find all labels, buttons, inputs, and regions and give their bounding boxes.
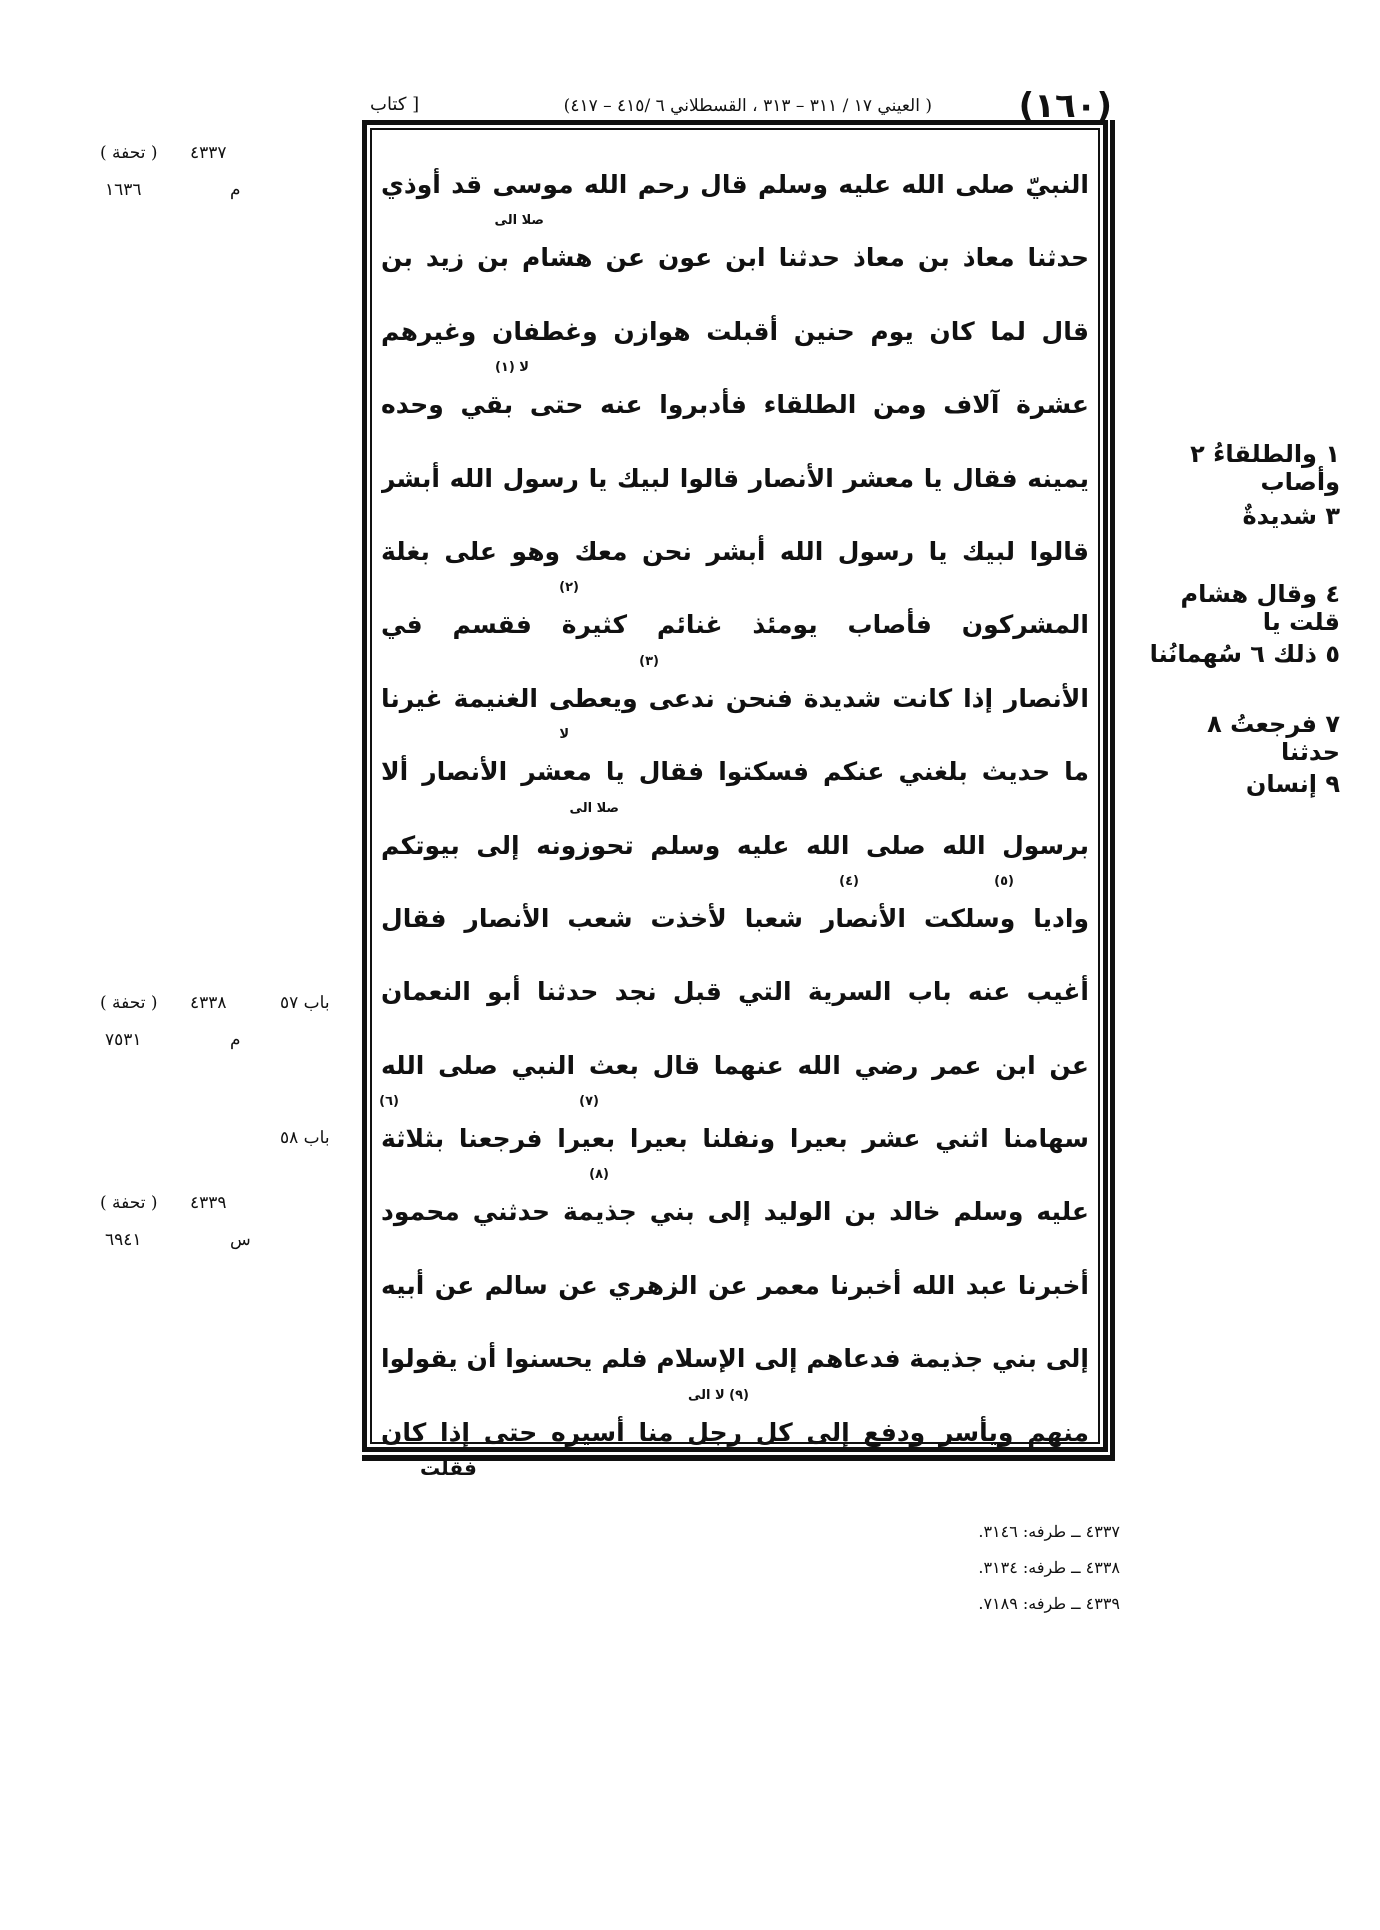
hadith-number: ٤٣٣٧ (190, 143, 227, 163)
annotation: (٢) (559, 580, 579, 596)
text-line: يمينه فقال يا معشر الأنصار قالوا لبيك يا… (381, 463, 1089, 493)
margin-variant: ٤ وقال هشام قلت يا (1180, 580, 1341, 636)
symbol: س (230, 1230, 251, 1250)
page-header: (١٦٠) ( العيني ١٧ / ٣١١ – ٣١٣ ، القسطلان… (360, 86, 1112, 126)
margin-variant: ١ والطلقاءُ ٢ وأصاب (1190, 440, 1340, 496)
text-line: إلى بني جذيمة فدعاهم إلى الإسلام فلم يحس… (381, 1344, 1089, 1374)
text-line: (٤)(٥)واديا وسلكت الأنصار شعبا لأخذت شعب… (381, 873, 1089, 933)
catchword: فقلت (420, 1456, 477, 1480)
symbol: م (230, 180, 241, 200)
margin-variant: ٩ إنسان (1245, 770, 1340, 798)
text-line: أغيب عنه باب السرية التي قبل نجد حدثنا أ… (381, 977, 1089, 1007)
commentary-references: ( العيني ١٧ / ٣١١ – ٣١٣ ، القسطلاني ٦ /٤… (563, 96, 932, 116)
bab-number: باب ٥٧ (280, 993, 330, 1013)
text-line: أخبرنا عبد الله أخبرنا معمر عن الزهري عن… (381, 1270, 1089, 1300)
annotation: صلا الى (494, 213, 544, 229)
annotation: (٨) (589, 1167, 609, 1183)
footnote: ٤٣٣٩ ــ طرفه: ٧١٨٩. (978, 1594, 1120, 1613)
text-frame: النبيّ صلى الله عليه وسلم قال رحم الله م… (362, 120, 1115, 1461)
text-line: (٣)الأنصار إذا كانت شديدة فنحن ندعى ويعط… (381, 653, 1089, 713)
footnote: ٤٣٣٨ ــ طرفه: ٣١٣٤. (978, 1558, 1120, 1577)
text-line: عن ابن عمر رضي الله عنهما قال بعث النبي … (381, 1050, 1089, 1080)
annotation: (٥) (994, 873, 1014, 889)
margin-variant: ٥ ذلك ٦ سُهمانُنا (1149, 640, 1340, 668)
annotation: (٩) لا الى (687, 1387, 749, 1403)
text-line: (٨)عليه وسلم خالد بن الوليد إلى بني جذيم… (381, 1167, 1089, 1227)
annotation: (٦) (379, 1094, 399, 1110)
hadith-number: ٤٣٣٨ (190, 993, 227, 1013)
text-line: قالوا لبيك يا رسول الله أبشر نحن معك وهو… (381, 536, 1089, 566)
tuhfa-label: ( تحفة ) (100, 993, 158, 1013)
annotation: (٤) (839, 873, 859, 889)
hadith-number: ٤٣٣٩ (190, 1193, 227, 1213)
annotation: (٧) (579, 1094, 599, 1110)
text-line: (٢)المشركون فأصاب يومئذ غنائم كثيرة فقسم… (381, 580, 1089, 640)
frame-shadow (1110, 120, 1115, 1461)
symbol: م (230, 1030, 241, 1050)
annotation: (٣) (639, 653, 659, 669)
tuhfa-label: ( تحفة ) (100, 1193, 158, 1213)
annotation: لا (559, 727, 569, 743)
text-line: لا (١)عشرة آلاف ومن الطلقاء فأدبروا عنه … (381, 360, 1089, 420)
text-line: قال لما كان يوم حنين أقبلت هوازن وغطفان … (381, 316, 1089, 346)
margin-variant: ٣ شديدةٌ (1242, 502, 1340, 530)
annotation: صلا الى (569, 800, 619, 816)
main-text: النبيّ صلى الله عليه وسلم قال رحم الله م… (379, 155, 1089, 1476)
annotation: لا (١) (494, 360, 529, 376)
text-line: (٦)(٧)سهامنا اثني عشر بعيرا ونفلنا بعيرا… (379, 1094, 1089, 1154)
bab-number: باب ٥٨ (280, 1128, 330, 1148)
footnote: ٤٣٣٧ ــ طرفه: ٣١٤٦. (978, 1522, 1120, 1541)
tuhfa-number: ٦٩٤١ (105, 1230, 142, 1250)
tuhfa-number: ١٦٣٦ (105, 180, 142, 200)
book-label: [ كتاب (370, 94, 420, 115)
tuhfa-number: ٧٥٣١ (105, 1030, 142, 1050)
page-number: (١٦٠) (1018, 86, 1112, 126)
margin-variant: ٧ فرجعتُ ٨ حدثنا (1207, 710, 1340, 766)
tuhfa-label: ( تحفة ) (100, 143, 158, 163)
text-line: النبيّ صلى الله عليه وسلم قال رحم الله م… (381, 170, 1089, 199)
